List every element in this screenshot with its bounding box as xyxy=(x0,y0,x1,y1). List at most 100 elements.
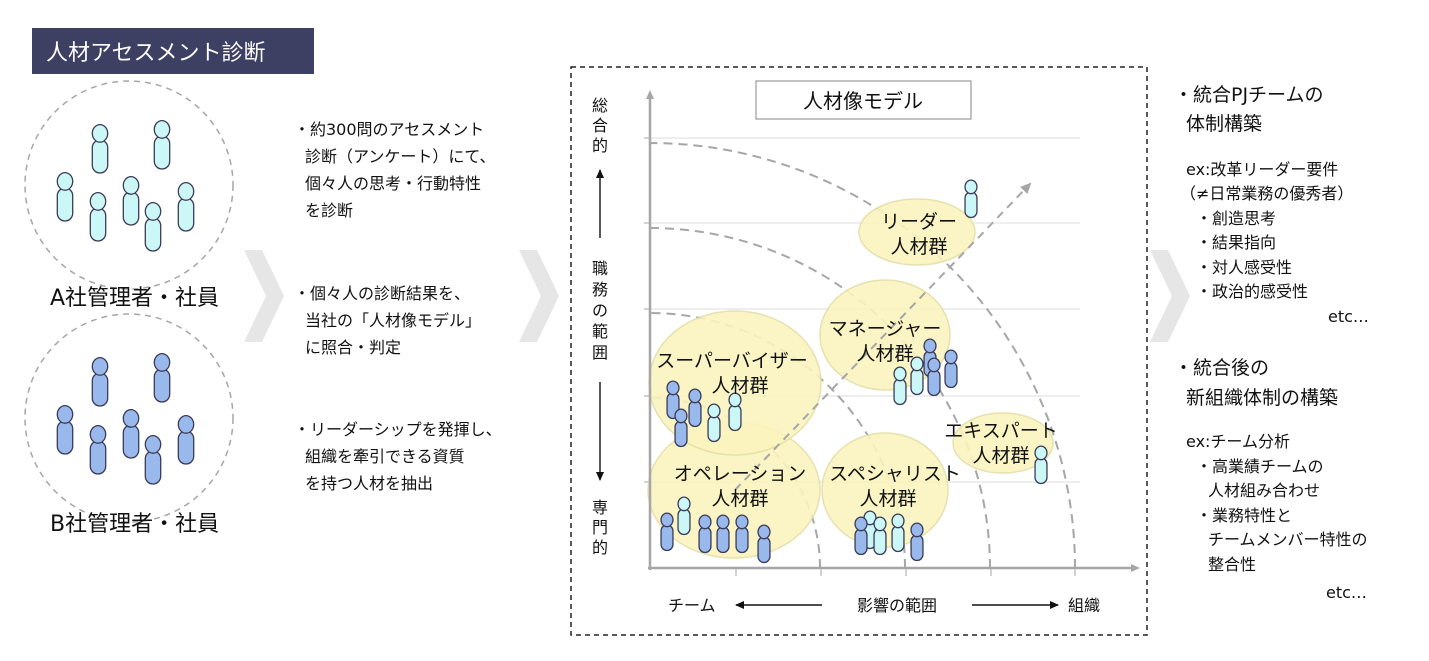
section1-heading-2: 体制構築 xyxy=(1186,113,1263,135)
y-axis-top-char: 総 xyxy=(591,96,608,115)
cluster-operation-sub: 人材群 xyxy=(711,488,768,510)
section1-etc: etc… xyxy=(1328,307,1369,326)
person-icon xyxy=(677,496,691,536)
person-icon xyxy=(735,514,749,554)
y-axis-middle-char: 範 xyxy=(591,322,608,341)
person-icon xyxy=(964,179,978,219)
bullet-3-line: ・リーダーシップを発揮し、 xyxy=(294,420,502,439)
section2-item: ・高業績チームの xyxy=(1196,457,1324,476)
person-icon xyxy=(944,349,958,389)
y-axis-top-char: 的 xyxy=(591,136,608,155)
section2-heading: ・統合後の xyxy=(1174,357,1270,379)
person-icon xyxy=(893,366,907,406)
flow-arrow-1 xyxy=(244,250,284,342)
bullet-3-line: を持つ人材を抽出 xyxy=(305,474,434,493)
section2-item: 整合性 xyxy=(1208,555,1257,574)
section2-etc: etc… xyxy=(1326,583,1367,602)
person-icon xyxy=(56,404,74,455)
x-axis-left-label: チーム xyxy=(668,596,716,615)
section2-intro: ex:チーム分析 xyxy=(1186,432,1290,451)
person-icon xyxy=(1034,445,1048,485)
y-axis-middle-char: 務 xyxy=(591,280,608,299)
x-axis-labels: チーム 影響の範囲 組織 xyxy=(668,596,1100,615)
section1-heading: ・統合PJチームの xyxy=(1174,84,1324,106)
model-frame xyxy=(570,66,1148,636)
person-icon xyxy=(688,388,702,428)
cluster-expert-label: エキスパート xyxy=(944,420,1057,442)
y-axis-bottom-label: 専 門 的 xyxy=(589,498,611,558)
person-icon xyxy=(757,524,771,564)
bullet-2: ・個々人の診断結果を、 当社の「人材像モデル」 に照合・判定 xyxy=(294,280,544,361)
bullet-2-line: 当社の「人材像モデル」 xyxy=(305,311,482,330)
section2-item: 人材組み合わせ xyxy=(1208,481,1321,500)
section1-item: ・対人感受性 xyxy=(1196,258,1293,277)
person-icon xyxy=(873,516,887,556)
person-icon xyxy=(854,516,868,556)
flow-arrow-2 xyxy=(519,250,559,342)
section1-intro-2: （≠日常業務の優秀者） xyxy=(1180,184,1354,203)
person-icon xyxy=(716,514,730,554)
flow-arrow-3 xyxy=(1150,250,1190,342)
person-icon xyxy=(674,408,688,448)
section1-item: ・創造思考 xyxy=(1196,209,1277,228)
person-icon xyxy=(891,513,905,553)
cluster-expert-ellipse xyxy=(952,412,1054,474)
group-b-circle xyxy=(24,313,234,523)
cluster-expert-sub: 人材群 xyxy=(972,445,1029,467)
cluster-supervisor-sub: 人材群 xyxy=(711,375,768,397)
person-icon xyxy=(728,392,742,432)
person-icon xyxy=(56,171,74,222)
section1-intro: ex:改革リーダー要件 xyxy=(1186,160,1339,179)
section2-item: ・業務特性と xyxy=(1196,506,1293,525)
person-icon xyxy=(91,356,109,407)
group-b-caption: B社管理者・社員 xyxy=(50,512,220,537)
person-icon xyxy=(91,123,109,174)
bullet-1-line: を診断 xyxy=(305,201,354,220)
page-title: 人材アセスメント診断 xyxy=(32,28,314,74)
cluster-leader-label: リーダー xyxy=(881,211,957,233)
cluster-leader-sub: 人材群 xyxy=(890,236,947,258)
person-icon xyxy=(707,403,721,443)
person-icon xyxy=(122,175,140,226)
person-icon xyxy=(89,191,107,242)
person-icon xyxy=(927,357,941,397)
growth-arrow xyxy=(734,182,1032,491)
y-axis-middle-char: 囲 xyxy=(591,343,608,362)
cluster-specialist-sub: 人材群 xyxy=(859,488,916,510)
model-title-box xyxy=(755,80,972,120)
section1-item: ・政治的感受性 xyxy=(1196,282,1309,301)
person-icon xyxy=(89,424,107,475)
person-icon xyxy=(122,408,140,459)
person-icon xyxy=(698,514,712,554)
cluster-labels: オペレーション 人材群 スーパーバイザー 人材群 スペシャリスト 人材群 マネー… xyxy=(656,211,1058,510)
y-axis-bottom-char: 的 xyxy=(591,538,608,557)
group-b-people xyxy=(56,352,195,485)
section1-item: ・結果指向 xyxy=(1196,233,1277,252)
bullet-1-line: 個々人の思考・行動特性 xyxy=(305,174,482,193)
y-axis-top-label: 総 合 的 xyxy=(589,96,611,156)
bullet-2-line: ・個々人の診断結果を、 xyxy=(294,284,471,303)
person-icon xyxy=(177,181,195,232)
bullet-3-line: 組織を牽引できる資質 xyxy=(305,447,465,466)
cluster-manager-label: マネージャー xyxy=(829,318,942,340)
person-icon xyxy=(660,512,674,552)
person-icon xyxy=(144,434,162,485)
y-axis-top-char: 合 xyxy=(591,116,608,135)
y-axis-middle-char: 職 xyxy=(591,259,608,278)
y-axis-middle-char: の xyxy=(591,301,608,320)
bullet-3: ・リーダーシップを発揮し、 組織を牽引できる資質 を持つ人材を抽出 xyxy=(294,416,544,497)
y-axis-middle-label: 職 務 の 範 囲 xyxy=(589,258,611,363)
person-icon xyxy=(910,522,924,562)
cluster-supervisor-label: スーパーバイザー xyxy=(656,350,808,372)
person-icon xyxy=(177,414,195,465)
cluster-leader-ellipse xyxy=(858,198,976,266)
cluster-manager-sub: 人材群 xyxy=(856,343,913,365)
section2-item: チームメンバー特性の xyxy=(1208,530,1368,549)
y-axis-bottom-char: 専 xyxy=(591,498,608,517)
group-a-people xyxy=(56,119,195,252)
model-people xyxy=(660,179,1048,564)
person-icon xyxy=(153,352,171,403)
person-icon xyxy=(144,201,162,252)
bullet-1: ・約300問のアセスメント 診断（アンケート）にて、 個々人の思考・行動特性 を… xyxy=(294,116,544,224)
